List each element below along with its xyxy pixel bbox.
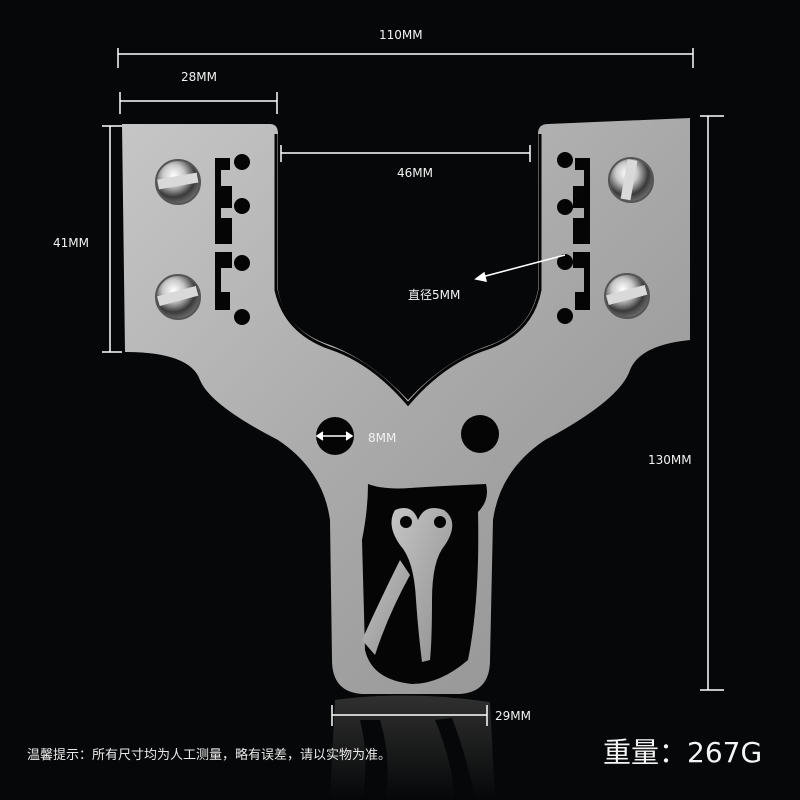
owl-cutout-icon (362, 484, 487, 684)
screw-icon (155, 159, 201, 205)
overall-height-label: 130MM (648, 453, 692, 467)
plate-reflection (330, 695, 495, 800)
handle-width-label: 29MM (495, 709, 531, 723)
screws (155, 157, 654, 320)
slingshot-plate (122, 118, 690, 694)
hole-diameter-label: 直径5MM (408, 288, 461, 302)
screw-icon (155, 274, 201, 320)
right-band-slots (557, 152, 590, 324)
weight-label: 重量：267G (603, 736, 763, 769)
large-hole-label: 8MM (368, 431, 397, 445)
fork-width-label: 28MM (181, 70, 217, 84)
screw-icon (608, 157, 654, 203)
fork-height-label: 41MM (53, 236, 89, 250)
measurement-notice: 温馨提示：所有尺寸均为人工测量，略有误差，请以实物为准。 (27, 748, 392, 763)
large-hole-right (461, 415, 499, 453)
fork-gap-label: 46MM (397, 166, 433, 180)
overall-width-label: 110MM (379, 28, 423, 42)
dimension-lines (102, 48, 724, 726)
left-band-slots (215, 154, 250, 325)
screw-icon (604, 273, 650, 319)
